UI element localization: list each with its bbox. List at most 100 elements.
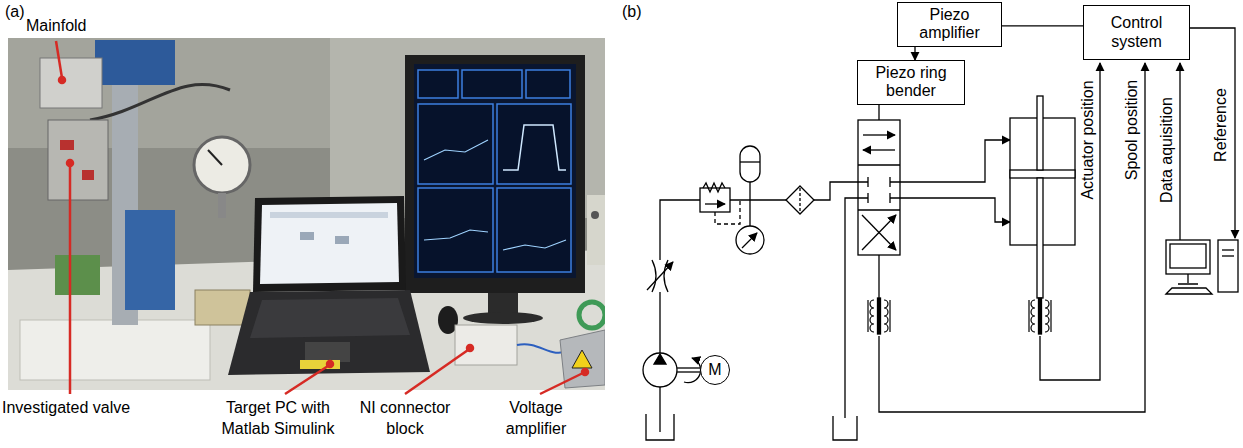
test-rig-photo-part-part xyxy=(418,104,493,184)
hydraulic-schematic-part xyxy=(1029,298,1051,334)
hydraulic-schematic-part xyxy=(1222,255,1234,256)
test-rig-photo-part xyxy=(95,40,175,85)
hydraulic-schematic-part xyxy=(900,140,1010,182)
hydraulic-schematic-part xyxy=(1222,249,1234,250)
test-rig-photo-part xyxy=(195,290,250,325)
signal-connector xyxy=(914,47,915,60)
photo-label: Voltage amplifier xyxy=(495,398,577,440)
node-text: Piezo amplifier xyxy=(904,6,995,43)
hydraulic-schematic-part xyxy=(660,200,700,260)
panel-label: (b) xyxy=(622,2,642,23)
hydraulic-schematic-part xyxy=(1010,170,1075,178)
hydraulic-schematic-part xyxy=(647,262,673,290)
leader-lines-part xyxy=(59,77,65,83)
hydraulic-schematic-part xyxy=(858,164,900,165)
hydraulic-schematic-part xyxy=(740,146,760,182)
test-rig-photo-part xyxy=(20,320,210,380)
test-rig-photo-part xyxy=(55,255,100,295)
hydraulic-schematic-part xyxy=(715,200,740,224)
hydraulic-schematic-part xyxy=(730,199,786,200)
hydraulic-schematic-part xyxy=(705,203,725,204)
test-rig-photo-part xyxy=(503,240,566,250)
photo-label: NI connector block xyxy=(355,398,455,440)
hydraulic-schematic-part xyxy=(878,104,879,120)
hydraulic-schematic-part xyxy=(858,120,900,255)
hydraulic-schematic-part xyxy=(742,233,757,248)
amplifier-box: Piezo amplifier xyxy=(897,2,1002,47)
node-text: M xyxy=(708,361,721,379)
test-rig-photo-part xyxy=(572,350,592,368)
test-rig-photo-part xyxy=(250,298,410,338)
hydraulic-schematic-part xyxy=(863,149,895,150)
test-rig-photo-part xyxy=(455,325,517,365)
hydraulic-schematic-part xyxy=(862,215,896,250)
hydraulic-schematic-part xyxy=(659,292,660,353)
hydraulic-schematic-part xyxy=(879,63,1145,412)
hydraulic-schematic-part xyxy=(862,215,896,250)
hydraulic-schematic-part xyxy=(868,298,890,334)
test-rig-photo-part xyxy=(424,140,488,160)
hydraulic-schematic-part xyxy=(799,188,800,212)
hydraulic-schematic-part xyxy=(1040,63,1100,380)
hydraulic-schematic-part xyxy=(700,188,730,212)
test-rig-photo-part-part xyxy=(497,104,571,184)
hydraulic-schematic-part xyxy=(654,354,666,364)
hydraulic-schematic-part xyxy=(1170,244,1206,268)
test-rig-photo-part xyxy=(40,58,102,108)
test-rig-photo-part-part xyxy=(418,188,493,272)
hydraulic-schematic-part xyxy=(1166,240,1210,274)
leader-lines-part xyxy=(67,160,73,166)
hydraulic-schematic-part xyxy=(1178,274,1198,284)
hydraulic-schematic-part xyxy=(1166,288,1212,294)
test-rig-photo-part xyxy=(560,330,605,388)
test-rig-photo-part xyxy=(424,230,488,240)
hydraulic-schematic-part xyxy=(786,186,814,214)
hydraulic-schematic-part xyxy=(659,387,660,432)
leader-lines xyxy=(56,41,588,394)
actuator-box: Piezo ring bender xyxy=(857,60,965,105)
hydraulic-schematic-part xyxy=(1179,63,1180,240)
hydraulic-schematic-part xyxy=(878,255,879,298)
photo-label: Target PC with Matlab Simulink xyxy=(210,398,346,440)
test-rig-photo-part xyxy=(300,360,340,369)
test-rig-photo-part xyxy=(300,232,314,240)
test-rig-photo-part xyxy=(260,203,399,284)
leader-lines-part xyxy=(285,366,328,394)
test-rig-photo-part xyxy=(270,212,388,218)
leader-lines-part xyxy=(327,361,333,367)
node-text: Control system xyxy=(1090,14,1183,51)
hydraulic-schematic-part xyxy=(833,416,857,440)
hydraulic-schematic-part xyxy=(1037,178,1043,298)
signal-connector xyxy=(1002,25,1083,26)
photo-label: Mainfold xyxy=(26,16,86,37)
test-rig-photo-part xyxy=(579,302,605,328)
hydraulic-schematic-part xyxy=(858,177,900,203)
test-rig-photo-part xyxy=(8,38,605,390)
test-rig-photo-part xyxy=(405,55,585,293)
signal-label: Reference xyxy=(1212,88,1230,162)
photo-label: Investigated valve xyxy=(2,398,130,419)
leader-lines-part xyxy=(69,166,72,394)
leader-lines-part xyxy=(582,369,588,375)
test-rig-photo-part-part xyxy=(497,188,571,272)
test-rig-photo-part xyxy=(335,236,349,244)
signal-label: Spool position xyxy=(1123,80,1141,181)
hydraulic-schematic-part xyxy=(677,367,700,368)
test-rig-photo-part-part xyxy=(526,70,570,98)
hydraulic-schematic-part xyxy=(740,161,760,162)
test-rig-photo-part-part xyxy=(418,70,458,98)
hydraulic-schematic-part xyxy=(677,371,700,372)
test-rig-photo-part xyxy=(90,84,230,120)
hydraulic-schematic xyxy=(643,28,1238,440)
test-rig-photo-part-part xyxy=(462,70,522,98)
test-rig-photo-part xyxy=(228,290,430,375)
test-rig-photo-part xyxy=(253,196,406,292)
motor-circle: M xyxy=(700,355,730,385)
hydraulic-schematic-part xyxy=(863,134,895,135)
signal-label: Data aquisition xyxy=(1158,97,1176,203)
test-rig-photo-part xyxy=(125,210,175,310)
node-text: Piezo ring bender xyxy=(864,64,958,101)
hydraulic-schematic-part xyxy=(1218,240,1238,292)
